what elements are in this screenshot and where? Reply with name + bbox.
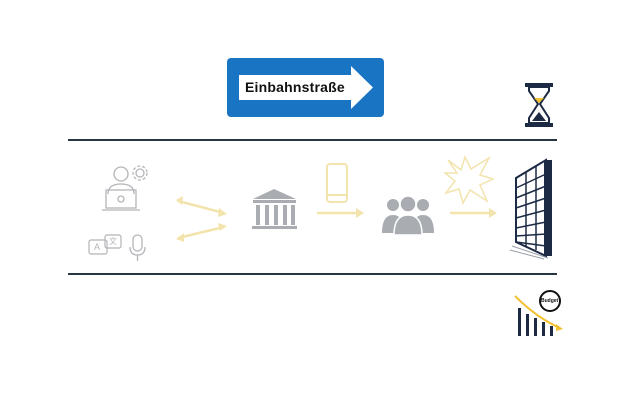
explosion-icon <box>443 155 495 205</box>
translate-icon: A 文 <box>88 234 128 260</box>
budget-decline-icon: Budget <box>512 288 564 338</box>
smartphone-icon <box>326 163 348 203</box>
double-arrow-upper <box>176 196 227 217</box>
person-laptop-icon <box>102 165 148 211</box>
sign-label: Einbahnstraße <box>245 79 345 95</box>
brick-wall-icon <box>509 158 552 260</box>
one-way-sign: Einbahnstraße <box>227 58 384 117</box>
double-arrow-lower <box>176 223 227 242</box>
hourglass-icon <box>525 83 553 127</box>
budget-label: Budget <box>541 298 559 304</box>
arrow-to-people <box>317 208 364 218</box>
arrow-icon <box>239 66 373 109</box>
people-group-icon <box>382 195 434 235</box>
government-building-icon <box>252 189 297 229</box>
bottom-divider <box>68 273 557 275</box>
arrow-to-wall <box>450 208 497 218</box>
microphone-icon <box>129 234 146 261</box>
top-divider <box>68 139 557 141</box>
